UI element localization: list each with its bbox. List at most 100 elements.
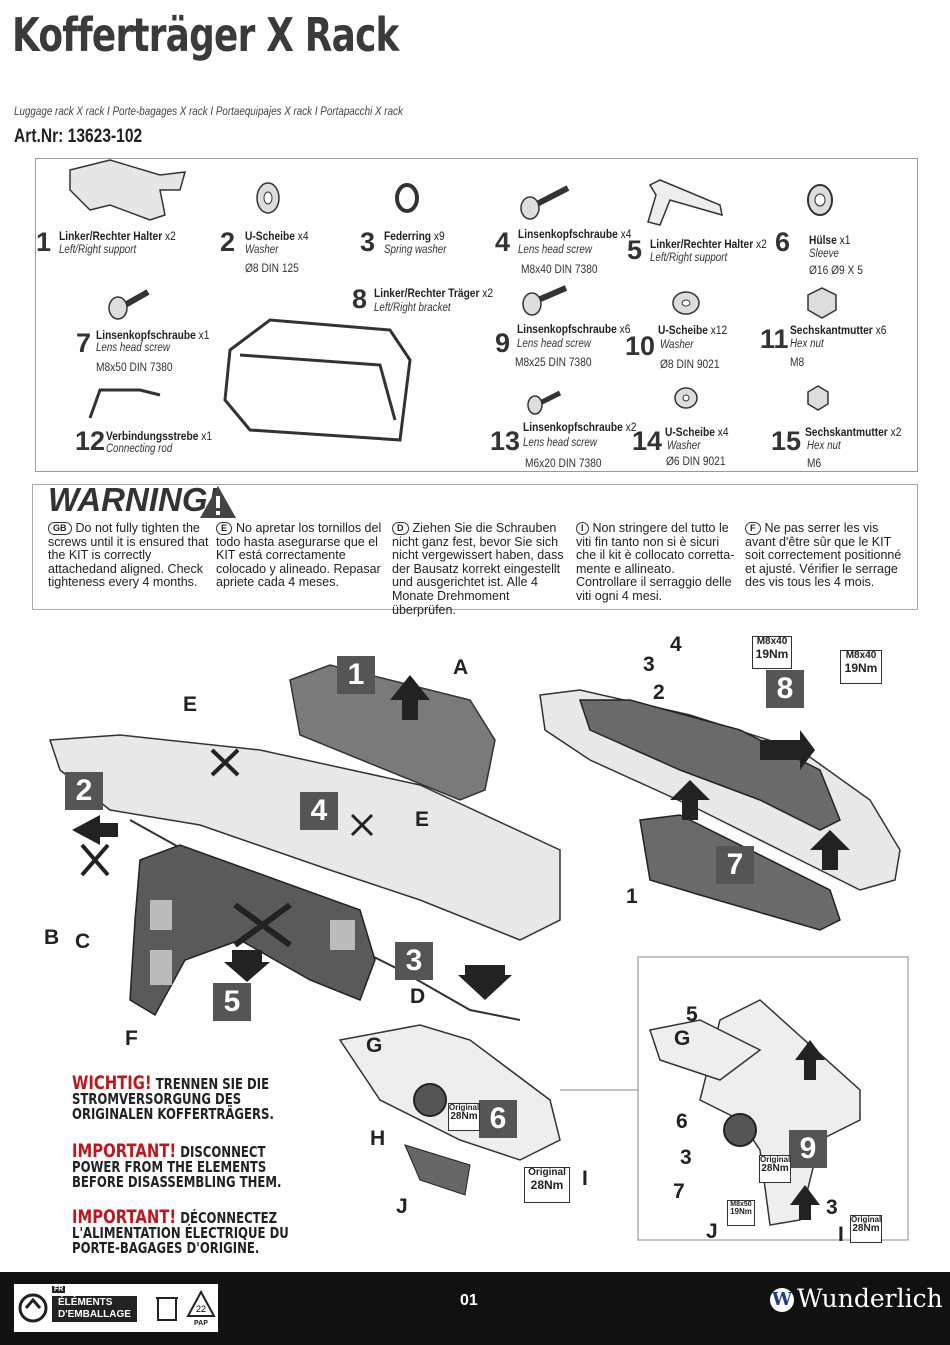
callout-3: 3: [643, 653, 655, 676]
part-name: U-Scheibe: [658, 323, 708, 337]
part-spec: Ø6 DIN 9021: [666, 454, 726, 468]
part-qty: x12: [710, 323, 728, 337]
part-spec: M6: [807, 456, 822, 470]
part-qty: x2: [482, 286, 494, 300]
warning-box: [32, 484, 918, 610]
part-name: Hülse: [809, 233, 837, 247]
part-number: 4: [495, 227, 511, 257]
warning-text: Ne pas serrer les vis avant d'être sûr q…: [745, 521, 902, 590]
part-spec: Ø8 DIN 125: [245, 261, 299, 275]
fr-badge: FR: [52, 1286, 66, 1293]
part-number: 5: [627, 235, 643, 265]
part-qty: x1: [198, 328, 210, 342]
lang-badge: D: [392, 522, 409, 535]
label-j-inset: J: [706, 1220, 718, 1243]
part-number: 3: [360, 227, 376, 257]
part-qty: x2: [756, 237, 767, 251]
label-f: F: [125, 1027, 138, 1050]
part-desc: Left/Right bracket: [374, 302, 451, 314]
step-5-badge: 5: [213, 983, 251, 1021]
label-b: B: [44, 926, 60, 949]
part-number: 15: [771, 426, 802, 456]
notice-en-label: IMPORTANT!: [72, 1140, 177, 1162]
part-spec: M8: [790, 355, 805, 369]
label-c: C: [75, 930, 91, 953]
label-i: I: [582, 1167, 588, 1190]
notice-fr: IMPORTANT! DÉCONNECTEZ L'ALIMENTATION ÉL…: [72, 1206, 289, 1257]
step-3-badge: 3: [395, 942, 433, 980]
part-number: 7: [76, 328, 92, 358]
part-qty: x6: [875, 323, 887, 337]
part-number: 6: [775, 227, 791, 257]
part-desc: Left/Right support: [650, 252, 728, 264]
part-number: 12: [75, 426, 106, 456]
part-name: Federring: [384, 229, 432, 243]
part-desc: Hex nut: [790, 338, 824, 350]
part-spec: Ø8 DIN 9021: [660, 357, 720, 371]
recycle-bin-icon: [156, 1297, 178, 1321]
part-desc: Left/Right support: [59, 244, 137, 256]
part-name: Sechskantmutter: [790, 323, 873, 337]
label-j: J: [396, 1195, 408, 1218]
callout-1: 1: [626, 885, 638, 908]
part-spec: M8x40 DIN 7380: [521, 262, 598, 276]
part-name: Verbindungsstrebe: [106, 429, 199, 443]
part-number: 13: [490, 426, 521, 456]
part-desc: Washer: [667, 440, 701, 452]
part-qty: x1: [201, 429, 213, 443]
step-9-badge: 9: [789, 1130, 827, 1168]
part-spec: Ø16 Ø9 X 5: [809, 263, 863, 277]
part-desc: Spring washer: [384, 244, 447, 256]
notice-de: WICHTIG! TRENNEN SIE DIE STROMVERSORGUNG…: [72, 1072, 274, 1123]
callout-5-inset: 5: [686, 1003, 698, 1026]
part-qty: x2: [165, 229, 176, 243]
label-d: D: [410, 985, 426, 1008]
part-desc: Washer: [245, 244, 279, 256]
callout-4: 4: [670, 633, 682, 656]
label-g: G: [366, 1034, 383, 1057]
step-2-badge: 2: [65, 772, 103, 810]
notice-de-label: WICHTIG!: [72, 1072, 152, 1094]
part-name: Linker/Rechter Halter: [650, 237, 754, 251]
part-number: 1: [36, 227, 52, 257]
part-name: U-Scheibe: [245, 229, 295, 243]
triman-icon: [18, 1293, 48, 1323]
part-name: Linsenkopfschraube: [96, 328, 196, 342]
lang-badge: E: [216, 522, 233, 535]
step-6-badge: 6: [479, 1100, 517, 1138]
part-qty: x6: [619, 322, 631, 336]
label-i-inset: I: [838, 1223, 844, 1246]
callout-6-inset: 6: [676, 1110, 688, 1133]
part-number: 2: [220, 227, 236, 257]
part-name: Linker/Rechter Halter: [59, 229, 163, 243]
callout-3-inset-2: 3: [826, 1196, 838, 1219]
warning-text: Do not fully tighten the screws until it…: [48, 521, 209, 590]
part-name: Linsenkopfschraube: [518, 227, 618, 241]
step-4-badge: 4: [300, 792, 338, 830]
warning-triangle-icon: [200, 486, 236, 518]
part-desc: Lens head screw: [96, 342, 170, 354]
lang-badge: GB: [48, 522, 72, 535]
part-name: Sechskantmutter: [805, 425, 888, 439]
part-name: Linsenkopfschraube: [517, 322, 617, 336]
part-number: 14: [632, 426, 663, 456]
part-spec: M8x25 DIN 7380: [515, 355, 592, 369]
label-g-inset: G: [674, 1027, 691, 1050]
part-desc: Lens head screw: [517, 338, 591, 350]
parts-list-box: [35, 158, 918, 472]
part-desc: Lens head screw: [518, 244, 592, 256]
callout-7-inset: 7: [673, 1180, 685, 1203]
part-number: 10: [625, 331, 656, 361]
part-desc: Connecting rod: [106, 443, 173, 455]
article-number: Art.Nr: 13623-102: [14, 126, 143, 147]
